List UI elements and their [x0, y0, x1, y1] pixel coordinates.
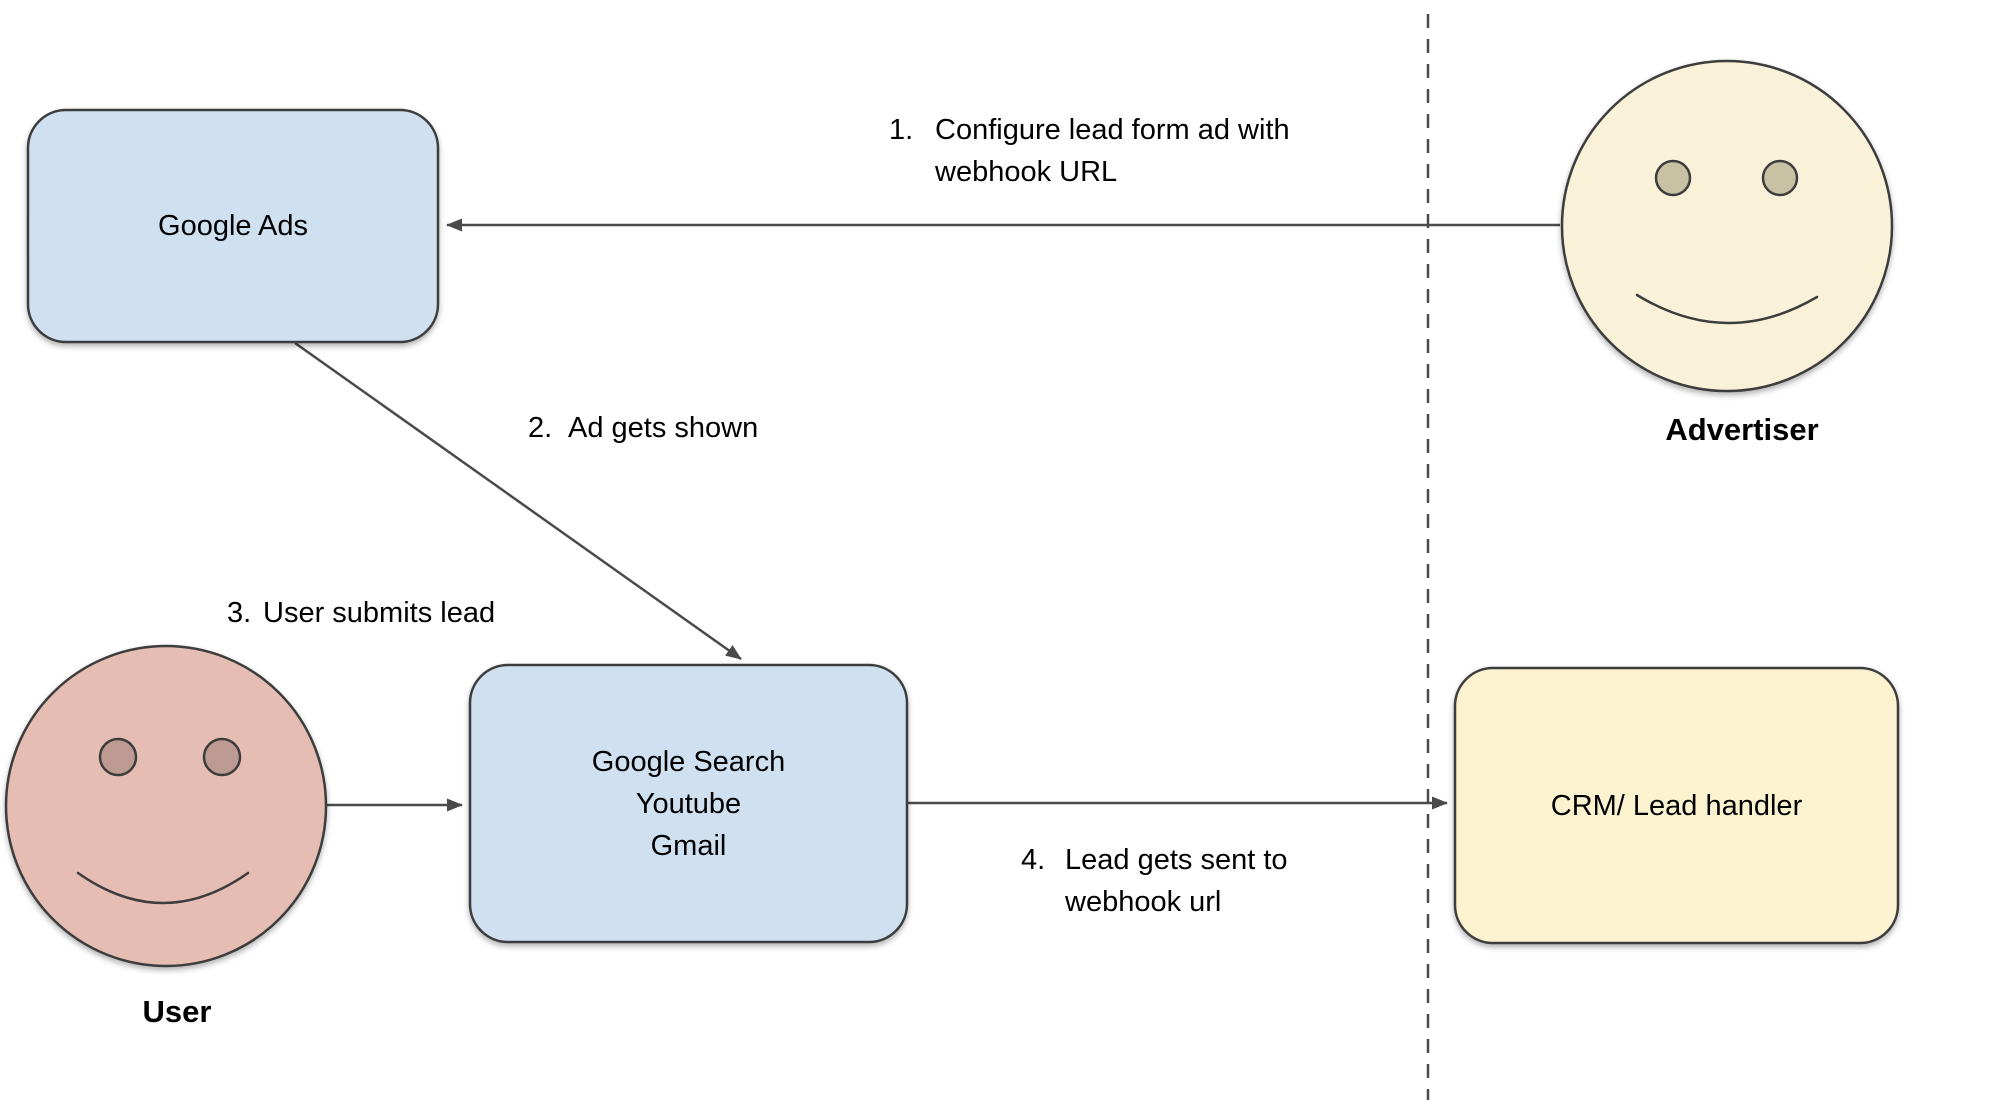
google-properties-box-shape — [468, 663, 909, 944]
step-2-line-1: Ad gets shown — [568, 412, 759, 444]
user-face — [4, 644, 328, 968]
advertiser-right-eye — [1761, 159, 1799, 197]
google-ads-label: Google Ads — [158, 210, 308, 242]
step-4-number: 4. — [1021, 844, 1046, 876]
user-smile — [76, 871, 250, 905]
step-2-annotation: 2. Ad gets shown — [528, 407, 758, 449]
step-1-line-2: webhook URL — [935, 156, 1118, 188]
google-properties-line-2: Youtube — [635, 787, 742, 820]
step-3-number: 3. — [227, 597, 252, 629]
step-4-line-2: webhook url — [1065, 886, 1222, 918]
step-4-line-1: Lead gets sent to — [1065, 844, 1288, 876]
advertiser-face — [1560, 59, 1894, 393]
advertiser-face-circle — [1560, 59, 1894, 393]
advertiser-smile — [1635, 293, 1819, 325]
advertiser-label: Advertiser — [1665, 412, 1819, 447]
google-properties-label: Google Search Youtube Gmail — [470, 665, 907, 942]
arrow-2-ad-gets-shown — [294, 341, 742, 661]
google-properties-line-1: Google Search — [591, 745, 786, 778]
google-properties-line-3: Gmail — [650, 829, 727, 862]
user-label: User — [142, 994, 212, 1029]
user-right-eye — [202, 737, 242, 777]
google-ads-box-shape — [26, 108, 440, 344]
advertiser-left-eye — [1654, 159, 1692, 197]
step-4-annotation: 4. Lead gets sent to webhook url — [1021, 839, 1288, 923]
user-face-circle — [4, 644, 328, 968]
crm-label: CRM/ Lead handler — [1550, 789, 1803, 822]
step-1-line-1: Configure lead form ad with — [935, 114, 1290, 146]
step-1-number: 1. — [889, 114, 914, 146]
step-2-number: 2. — [528, 412, 553, 444]
step-1-annotation: 1. Configure lead form ad with webhook U… — [889, 109, 1290, 193]
step-3-annotation: 3. User submits lead — [227, 592, 495, 634]
crm-box-shape — [1453, 666, 1900, 945]
step-3-line-1: User submits lead — [263, 597, 496, 629]
user-left-eye — [98, 737, 138, 777]
